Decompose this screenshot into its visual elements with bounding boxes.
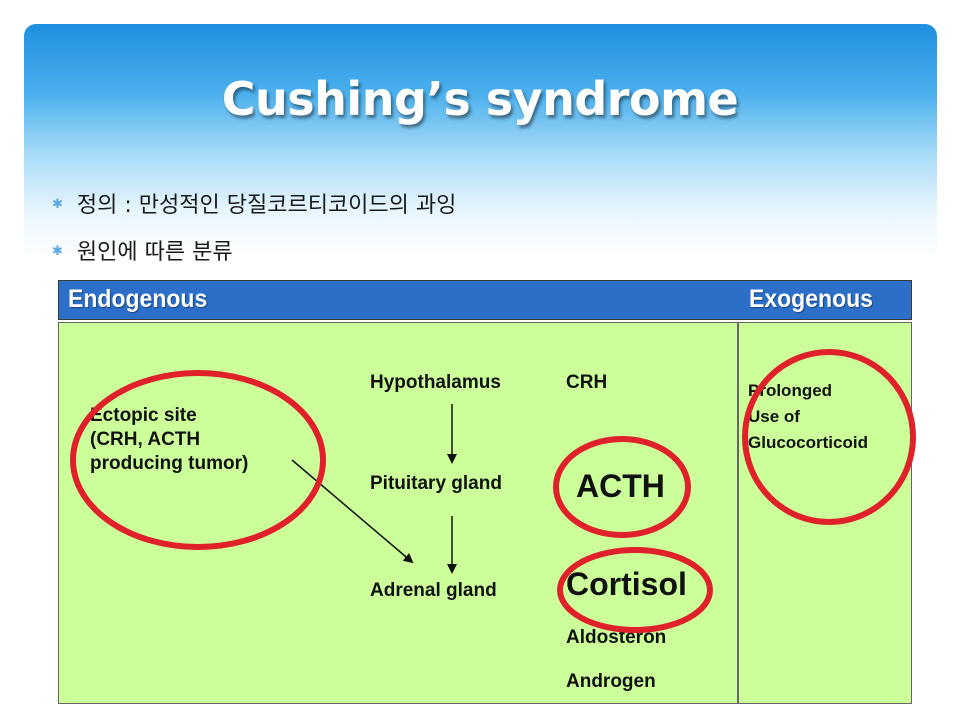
- exogenous-line-3: Glucocorticoid: [748, 433, 868, 452]
- exogenous-header: Exogenous: [749, 285, 873, 313]
- bullet-classification: ✱ 원인에 따른 분류: [52, 234, 233, 266]
- ectopic-highlight-circle: [70, 370, 326, 550]
- exogenous-panel: [738, 322, 912, 704]
- cortisol-highlight-circle: [557, 547, 713, 633]
- bullet-definition: ✱ 정의 : 만성적인 당질코르티코이드의 과잉: [52, 187, 456, 219]
- hypothalamus-label: Hypothalamus: [370, 372, 501, 393]
- bullet-marker-icon: ✱: [52, 197, 63, 212]
- pituitary-gland-label: Pituitary gland: [370, 473, 502, 494]
- ectopic-line-1: Ectopic site: [90, 405, 197, 426]
- exogenous-cause-label: Prolonged Use of Glucocorticoid: [748, 378, 868, 456]
- exogenous-line-1: Prolonged: [748, 381, 833, 400]
- bullet-marker-icon: ✱: [52, 244, 63, 259]
- bullet-classification-text: 원인에 따른 분류: [76, 240, 233, 265]
- androgen-label: Androgen: [566, 671, 656, 692]
- endogenous-header: Endogenous: [68, 285, 208, 313]
- ectopic-site-label: Ectopic site (CRH, ACTH producing tumor): [90, 404, 248, 476]
- acth-highlight-circle: [553, 436, 691, 538]
- ectopic-line-2: (CRH, ACTH: [90, 429, 201, 450]
- cortisol-label: Cortisol: [566, 566, 687, 602]
- acth-label: ACTH: [576, 468, 665, 504]
- bullet-definition-text: 정의 : 만성적인 당질코르티코이드의 과잉: [76, 193, 457, 218]
- exogenous-line-2: Use of: [748, 407, 800, 426]
- crh-label: CRH: [566, 372, 608, 393]
- slide-title: Cushing’s syndrome: [221, 72, 739, 126]
- adrenal-gland-label: Adrenal gland: [370, 580, 497, 601]
- endogenous-panel: [58, 322, 738, 704]
- ectopic-to-adrenal-arrow: [291, 459, 414, 564]
- ectopic-line-3: producing tumor): [90, 453, 249, 474]
- exogenous-highlight-circle: [742, 349, 916, 525]
- table-header-row: Endogenous Exogenous: [58, 280, 912, 320]
